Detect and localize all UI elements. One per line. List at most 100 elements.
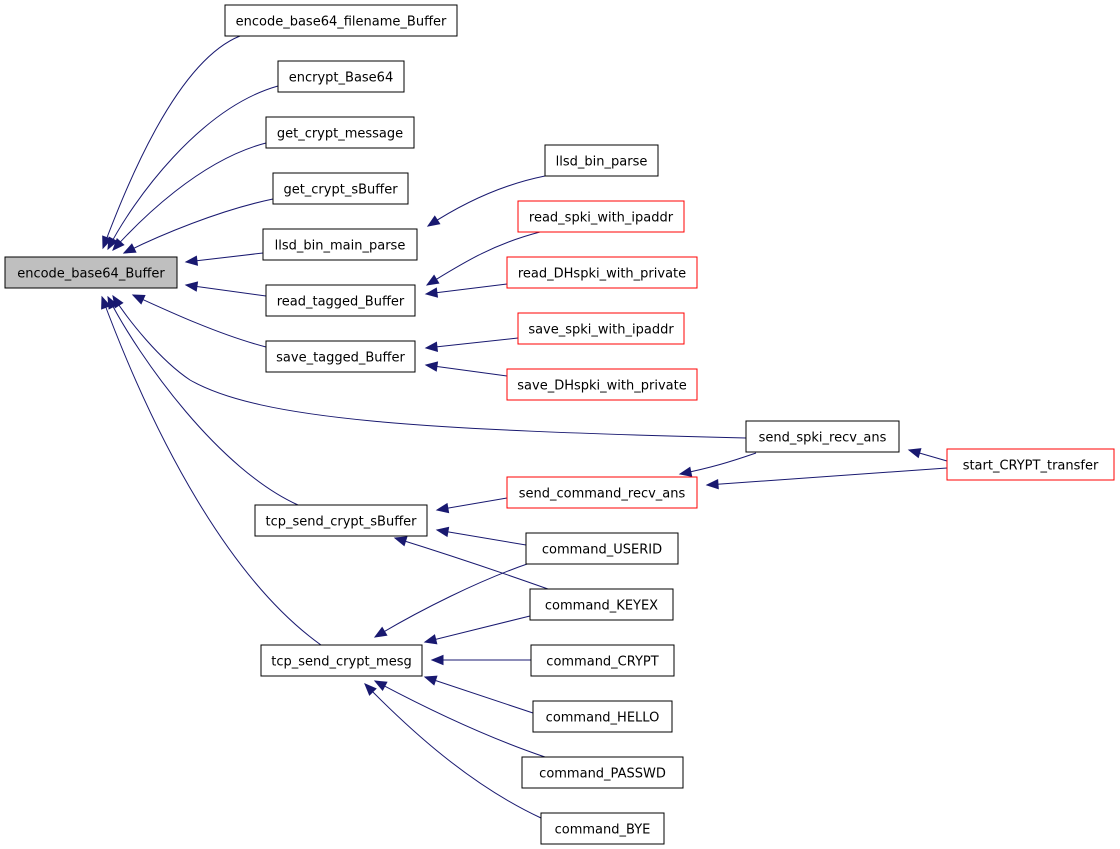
node-encode-base64-buffer[interactable]: encode_base64_Buffer <box>4 256 178 289</box>
edge-arrowhead <box>426 215 441 227</box>
node-box[interactable] <box>265 116 415 149</box>
node-start-crypt-transfer[interactable]: start_CRYPT_transfer <box>946 448 1115 481</box>
node-label: start_CRYPT_transfer <box>963 459 1099 474</box>
node-label: get_crypt_message <box>277 127 403 142</box>
node-box[interactable] <box>265 284 416 317</box>
edge-line <box>132 294 267 348</box>
node-command-keyex[interactable]: command_KEYEX <box>529 588 674 621</box>
node-get-crypt-message[interactable]: get_crypt_message <box>265 116 415 149</box>
node-command-userid[interactable]: command_USERID <box>525 532 679 565</box>
edge-line <box>394 537 549 590</box>
node-box[interactable] <box>530 644 675 677</box>
nodes-layer: encode_base64_Buffer encode_base64_filena… <box>4 4 1115 845</box>
node-label: save_spki_with_ipaddr <box>528 323 674 338</box>
node-llsd-bin-parse[interactable]: llsd_bin_parse <box>544 144 659 177</box>
edge-arrowhead <box>907 448 922 459</box>
node-box[interactable] <box>272 172 409 205</box>
node-encode-base64-filename-buffer[interactable]: encode_base64_filename_Buffer <box>224 4 458 37</box>
edge-line <box>679 452 757 475</box>
edge-arrowhead <box>393 536 408 547</box>
node-box[interactable] <box>525 532 679 565</box>
node-label: read_spki_with_ipaddr <box>529 211 674 226</box>
node-label: read_DHspki_with_private <box>518 267 686 282</box>
node-label: command_PASSWD <box>539 767 666 782</box>
node-box[interactable] <box>544 144 659 177</box>
node-box[interactable] <box>265 340 416 373</box>
node-read-tagged-buffer[interactable]: read_tagged_Buffer <box>265 284 416 317</box>
node-encrypt-base64[interactable]: encrypt_Base64 <box>277 60 405 93</box>
edge-send-command-recv-ans-to-tcp-send-crypt-sbuffer <box>435 497 508 514</box>
edge-line <box>107 296 299 506</box>
edge-line <box>424 615 531 643</box>
node-box[interactable] <box>506 256 698 289</box>
edge-read-dhspki-with-private-to-read-tagged-buffer <box>424 283 508 298</box>
edge-encrypt-base64-to-encode-base64-buffer <box>107 85 279 251</box>
node-llsd-bin-main-parse[interactable]: llsd_bin_main_parse <box>262 228 418 261</box>
node-box[interactable] <box>262 228 418 261</box>
edge-line <box>425 337 519 349</box>
node-box[interactable] <box>260 644 423 677</box>
node-send-spki-recv-ans[interactable]: send_spki_recv_ans <box>745 420 900 453</box>
edge-arrowhead <box>705 478 719 490</box>
node-box[interactable] <box>521 756 684 789</box>
edge-line <box>123 198 274 254</box>
edge-line <box>436 497 508 511</box>
edge-start-crypt-transfer-to-send-command-recv-ans <box>705 467 948 490</box>
edge-arrowhead <box>424 287 439 298</box>
node-label: tcp_send_crypt_mesg <box>271 655 411 670</box>
node-read-spki-with-ipaddr[interactable]: read_spki_with_ipaddr <box>517 200 685 233</box>
node-label: llsd_bin_main_parse <box>275 239 406 254</box>
node-save-spki-with-ipaddr[interactable]: save_spki_with_ipaddr <box>517 312 685 345</box>
edge-line <box>374 562 531 638</box>
node-label: command_KEYEX <box>545 599 658 614</box>
node-label: save_tagged_Buffer <box>276 351 405 366</box>
node-read-dhspki-with-private[interactable]: read_DHspki_with_private <box>506 256 698 289</box>
edge-arrowhead <box>101 295 111 310</box>
node-command-crypt[interactable]: command_CRYPT <box>530 644 675 677</box>
node-label: command_CRYPT <box>546 655 658 670</box>
node-box[interactable] <box>529 588 674 621</box>
node-box[interactable] <box>517 200 685 233</box>
node-label: command_USERID <box>542 543 662 558</box>
node-get-crypt-sbuffer[interactable]: get_crypt_sBuffer <box>272 172 409 205</box>
node-label: command_BYE <box>555 823 651 838</box>
edge-start-crypt-transfer-to-send-spki-recv-ans <box>907 448 948 462</box>
node-box[interactable] <box>745 420 900 453</box>
node-box[interactable] <box>946 448 1115 481</box>
node-box[interactable] <box>254 504 428 537</box>
edge-line <box>426 231 541 286</box>
node-tcp-send-crypt-mesg[interactable]: tcp_send_crypt_mesg <box>260 644 423 677</box>
edge-line <box>425 283 508 295</box>
node-label: read_tagged_Buffer <box>277 295 405 310</box>
node-label: save_DHspki_with_private <box>517 379 686 394</box>
edge-line <box>425 364 508 377</box>
node-send-command-recv-ans[interactable]: send_command_recv_ans <box>506 476 698 509</box>
node-box[interactable] <box>506 476 698 509</box>
node-command-passwd[interactable]: command_PASSWD <box>521 756 684 789</box>
edge-line <box>112 142 267 251</box>
node-box[interactable] <box>517 312 685 345</box>
edge-line <box>101 296 322 646</box>
edge-arrowhead <box>122 243 137 254</box>
node-save-dhspki-with-private[interactable]: save_DHspki_with_private <box>506 368 698 401</box>
node-label: get_crypt_sBuffer <box>283 183 398 198</box>
node-box[interactable] <box>540 812 665 845</box>
edges-layer <box>101 35 948 819</box>
node-command-hello[interactable]: command_HELLO <box>532 700 673 733</box>
edge-save-tagged-buffer-to-encode-base64-buffer <box>131 294 267 348</box>
edge-arrowhead <box>435 502 450 514</box>
node-box[interactable] <box>4 256 178 289</box>
edge-arrowhead <box>424 361 439 372</box>
edge-line <box>706 467 948 486</box>
node-box[interactable] <box>506 368 698 401</box>
node-box[interactable] <box>224 4 458 37</box>
edge-line <box>427 175 546 227</box>
node-tcp-send-crypt-sbuffer[interactable]: tcp_send_crypt_sBuffer <box>254 504 428 537</box>
edge-command-passwd-to-tcp-send-crypt-mesg <box>373 680 546 758</box>
edge-arrowhead <box>423 634 438 645</box>
node-save-tagged-buffer[interactable]: save_tagged_Buffer <box>265 340 416 373</box>
node-box[interactable] <box>532 700 673 733</box>
edge-encode-base64-filename-buffer-to-encode-base64-buffer <box>102 35 241 250</box>
node-command-bye[interactable]: command_BYE <box>540 812 665 845</box>
node-box[interactable] <box>277 60 405 93</box>
